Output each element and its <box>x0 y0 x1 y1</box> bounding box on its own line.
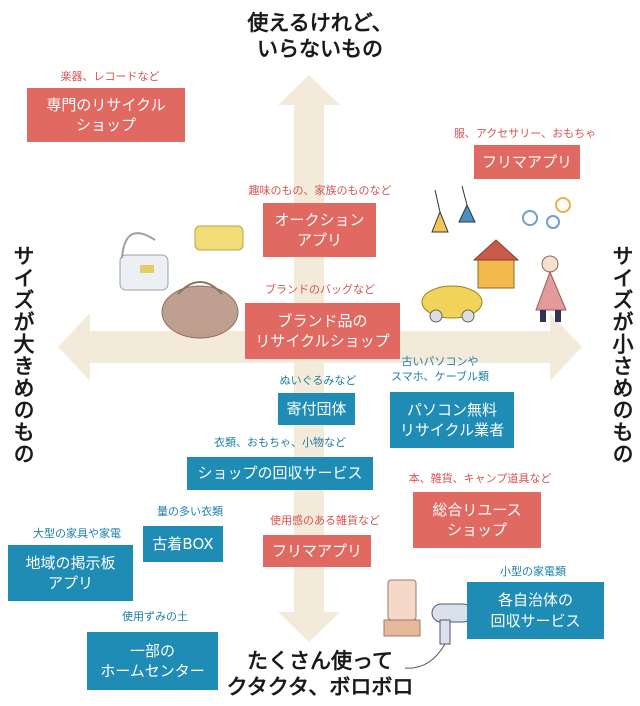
method-box: 総合リユース ショップ <box>413 492 541 548</box>
toy-car-illustration <box>422 286 482 322</box>
item-note: 本、雑貨、キャンプ道具など <box>395 472 565 487</box>
method-box: 寄付団体 <box>278 393 355 425</box>
item-note: 小型の家電類 <box>478 565 588 580</box>
item-note: ブランドのバッグなど <box>240 283 400 298</box>
earrings-illustration <box>432 186 475 232</box>
method-box: ブランド品の リサイクルショップ <box>245 303 400 359</box>
method-box: 専門のリサイクル ショップ <box>27 88 185 142</box>
method-box: パソコン無料 リサイクル業者 <box>390 392 514 448</box>
item-note: 大型の家具や家電 <box>12 527 142 542</box>
method-box: ショップの回収サービス <box>187 457 373 490</box>
method-box: 各自治体の 回収サービス <box>467 582 604 639</box>
boston-bag-illustration <box>162 282 238 338</box>
item-note: 量の多い衣類 <box>140 505 240 520</box>
axis-label-left: サイズが大きめのもの <box>8 245 38 465</box>
item-note: 古いパソコンや スマホ、ケーブル類 <box>380 355 500 385</box>
blender-illustration <box>384 580 420 636</box>
method-box: フリマアプリ <box>263 535 371 567</box>
item-note: 衣類、おもちゃ、小物など <box>205 436 355 451</box>
item-note: 服、アクセサリー、おもちゃ <box>440 127 610 142</box>
method-box: 古着BOX <box>143 526 223 562</box>
yellow-purse-illustration <box>195 226 243 250</box>
axis-label-right: サイズが小さめのもの <box>607 245 637 465</box>
doll-illustration <box>536 256 566 322</box>
handbag-illustration <box>120 233 168 290</box>
method-box: オークション アプリ <box>263 203 376 257</box>
method-box: フリマアプリ <box>474 145 580 179</box>
toy-house-illustration <box>474 240 518 288</box>
item-note: 趣味のもの、家族のものなど <box>225 184 415 199</box>
rings-illustration <box>523 198 570 228</box>
method-box: 一部の ホームセンター <box>87 632 218 690</box>
axis-label-top: 使えるけれど、 いらないもの <box>220 10 420 63</box>
axis-label-bottom: たくさん使って クタクタ、ボロボロ <box>205 648 435 701</box>
method-box: 地域の掲示板 アプリ <box>8 545 133 601</box>
item-note: 使用感のある雑貨など <box>245 514 405 529</box>
item-note: ぬいぐるみなど <box>248 374 388 389</box>
item-note: 楽器、レコードなど <box>40 70 180 85</box>
item-note: 使用ずみの土 <box>95 610 215 625</box>
